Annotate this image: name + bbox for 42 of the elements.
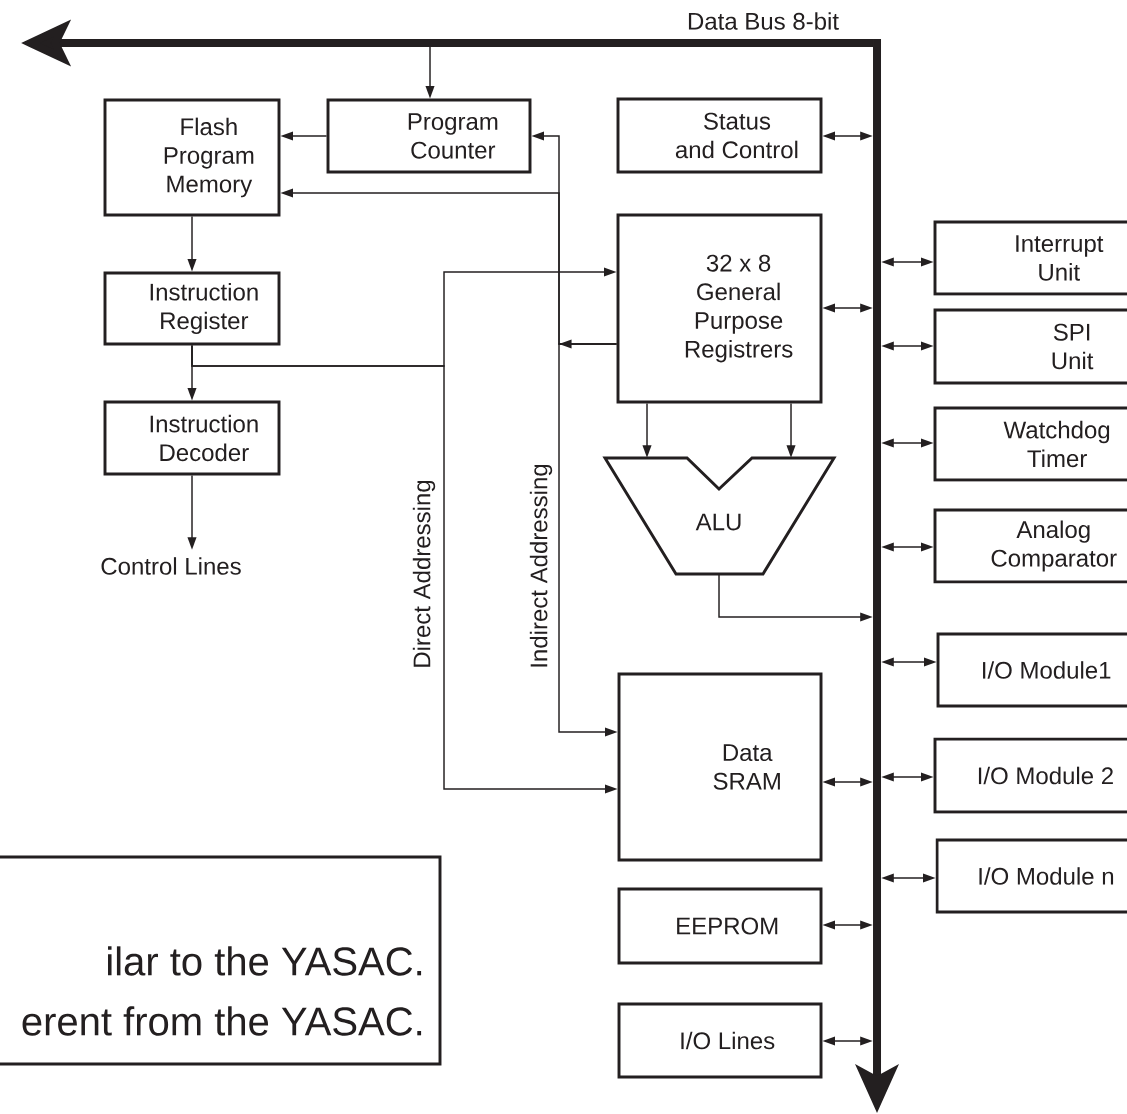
block-box: Status and Control bbox=[616, 97, 823, 174]
arrow bbox=[881, 873, 936, 883]
block-box: I/O Module n bbox=[935, 838, 1127, 914]
arrow bbox=[280, 131, 328, 141]
arrow bbox=[822, 303, 873, 313]
arrow bbox=[881, 438, 934, 448]
block-box: Data SRAM bbox=[617, 672, 823, 862]
signal-label: Control Lines bbox=[101, 557, 241, 575]
arrow bbox=[822, 777, 873, 787]
arrow bbox=[786, 402, 796, 458]
arrow bbox=[822, 1036, 873, 1046]
arrow bbox=[187, 474, 197, 550]
arrow bbox=[881, 772, 934, 782]
block-box: Watchdog Timer bbox=[933, 406, 1127, 482]
arrow bbox=[881, 257, 934, 267]
block-box: Interrupt Unit bbox=[933, 220, 1127, 296]
block-box: Analog Comparator bbox=[933, 508, 1127, 584]
arrow bbox=[425, 46, 435, 99]
arrow bbox=[718, 573, 873, 622]
arrow bbox=[822, 131, 873, 141]
arrow bbox=[642, 402, 652, 458]
block-box: SPI Unit bbox=[933, 308, 1127, 385]
arrow bbox=[187, 215, 197, 272]
arrow bbox=[881, 657, 937, 667]
note-box: ilar to the YASAC. erent from the YASAC. bbox=[0, 855, 442, 1066]
block-box: I/O Module 2 bbox=[933, 737, 1127, 814]
arrow bbox=[191, 344, 618, 794]
block-box: I/O Lines bbox=[617, 1002, 823, 1079]
arrow bbox=[881, 542, 934, 552]
block-box: EEPROM bbox=[617, 887, 823, 965]
arrow bbox=[881, 341, 934, 351]
bus-label: Data Bus 8-bit bbox=[688, 12, 839, 30]
arrow bbox=[558, 343, 618, 737]
block-box: 32 x 8 General Purpose Registrers bbox=[616, 213, 823, 404]
block-box: Flash Program Memory bbox=[103, 98, 281, 217]
block-box: I/O Module1 bbox=[936, 632, 1127, 708]
block-box: Instruction Decoder bbox=[103, 400, 281, 476]
block-box: Instruction Register bbox=[103, 271, 281, 346]
edge-label: Indirect Addressing bbox=[529, 464, 553, 667]
edge-label: Direct Addressing bbox=[412, 480, 436, 667]
block-box: Program Counter bbox=[326, 98, 532, 174]
arrow bbox=[822, 920, 873, 930]
